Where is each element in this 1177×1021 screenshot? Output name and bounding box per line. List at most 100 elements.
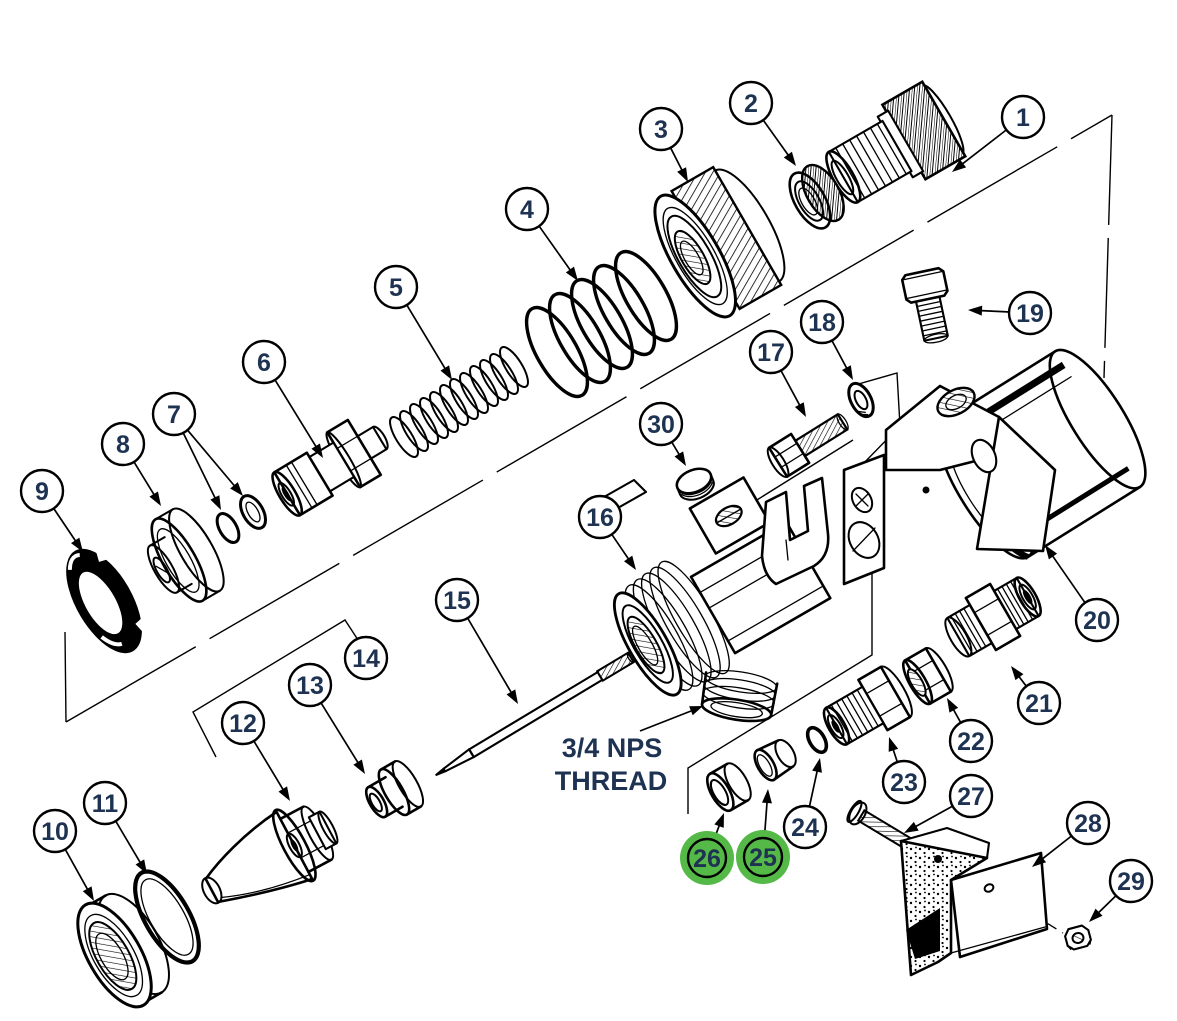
arrowhead-13 [353,759,365,774]
arrowhead-3 [677,167,688,182]
arrowhead-16 [623,555,636,570]
thread-label-arrowhead [689,706,703,716]
arrowhead-27 [904,821,919,833]
part-11-o-ring [133,869,201,965]
balloon-number-23: 23 [890,769,918,797]
balloon-2[interactable]: 2 [728,80,774,126]
balloon-8[interactable]: 8 [100,421,146,467]
balloon-number-4: 4 [520,196,534,224]
balloon-circle-19 [1007,290,1053,336]
balloon-number-24: 24 [791,814,819,842]
arrowhead-2 [783,151,796,166]
balloon-circle-11 [82,780,128,826]
part-19-square-head-bolt [900,266,949,344]
balloon-21[interactable]: 21 [1016,680,1062,726]
balloon-circle-20 [1074,597,1120,643]
balloon-circle-6 [241,339,287,385]
balloon-17[interactable]: 17 [748,329,794,375]
thread-label: 3/4 NPS THREAD [555,706,703,796]
balloon-24[interactable]: 24 [782,804,828,850]
balloon-number-19: 19 [1016,300,1044,328]
balloon-9[interactable]: 9 [19,468,65,514]
arrowhead-15 [506,689,518,704]
arrowhead-4 [565,266,578,281]
arrowhead-18 [841,365,853,380]
balloon-11[interactable]: 11 [82,780,128,826]
balloon-14[interactable]: 14 [343,635,389,681]
part-29-square-nut [1064,924,1092,951]
balloon-29[interactable]: 29 [1108,858,1154,904]
arrowhead-10 [82,886,94,901]
part-13-bushing [364,760,425,819]
part-4-valve-spring [524,249,679,399]
part-8-packing-cup [146,507,225,603]
balloon-circle-1 [1000,94,1046,140]
balloon-30[interactable]: 30 [638,401,684,447]
balloon-25[interactable]: 25 [736,830,790,884]
balloon-19[interactable]: 19 [1007,290,1053,336]
balloon-26[interactable]: 26 [680,831,734,885]
part-22-hex-nut [902,646,954,706]
balloon-circle-18 [799,299,845,345]
balloon-circle-7 [151,391,197,437]
balloon-number-25: 25 [749,844,777,872]
part-1-air-inlet-connector [825,79,968,204]
balloon-12[interactable]: 12 [220,700,266,746]
balloon-number-13: 13 [296,672,324,700]
balloon-number-7: 7 [167,401,181,429]
balloon-number-2: 2 [744,90,758,118]
balloon-1[interactable]: 1 [1000,94,1046,140]
arrowhead-30 [674,451,686,466]
balloon-circle-30 [638,401,684,447]
leader-line-13 [319,701,362,768]
balloon-23[interactable]: 23 [881,759,927,805]
balloon-7[interactable]: 7 [151,391,197,437]
leader-line-10 [63,848,91,895]
leader-line-12 [252,739,287,795]
balloon-number-26: 26 [693,845,721,873]
balloon-number-28: 28 [1074,810,1102,838]
leader-line-8 [132,460,158,500]
balloon-18[interactable]: 18 [799,299,845,345]
leader-line-28 [1037,834,1073,863]
arrowhead-21 [1011,666,1024,681]
arrowhead-20 [1045,545,1058,560]
balloon-10[interactable]: 10 [32,808,78,854]
balloon-5[interactable]: 5 [373,264,419,310]
balloon-27[interactable]: 27 [948,773,994,819]
balloon-3[interactable]: 3 [638,106,684,152]
arrowhead-28 [1032,854,1047,867]
arrowhead-12 [278,786,290,801]
leader-line-9 [52,507,80,546]
leader-line-11 [114,819,144,868]
part-25-gland-bushing [753,738,797,782]
arrowhead-8 [149,491,161,506]
part-3-retainer-cup [653,165,786,319]
balloon-22[interactable]: 22 [948,718,994,764]
balloon-number-29: 29 [1117,868,1145,896]
arrowhead-7 [210,495,221,510]
balloon-6[interactable]: 6 [241,339,287,385]
balloon-circle-22 [948,718,994,764]
balloon-13[interactable]: 13 [287,662,333,708]
balloon-circle-17 [748,329,794,375]
arrowhead-7 [230,482,243,496]
leader-line-5 [405,303,449,374]
part-12-spreader [201,805,339,905]
balloon-15[interactable]: 15 [434,577,480,623]
leader-line-15 [466,616,515,698]
balloon-circle-29 [1108,858,1154,904]
balloon-circle-15 [434,577,480,623]
leader-line-7 [182,431,219,504]
leader-line-18 [830,339,850,374]
balloon-28[interactable]: 28 [1065,800,1111,846]
arrowhead-23 [888,737,899,752]
balloon-16[interactable]: 16 [577,494,623,540]
arrowhead-17 [794,402,806,417]
balloon-number-18: 18 [808,309,836,337]
balloon-4[interactable]: 4 [504,186,550,232]
balloon-number-15: 15 [443,587,471,615]
part-5-stem-spring [389,346,529,458]
balloon-20[interactable]: 20 [1074,597,1120,643]
balloon-circle-9 [19,468,65,514]
